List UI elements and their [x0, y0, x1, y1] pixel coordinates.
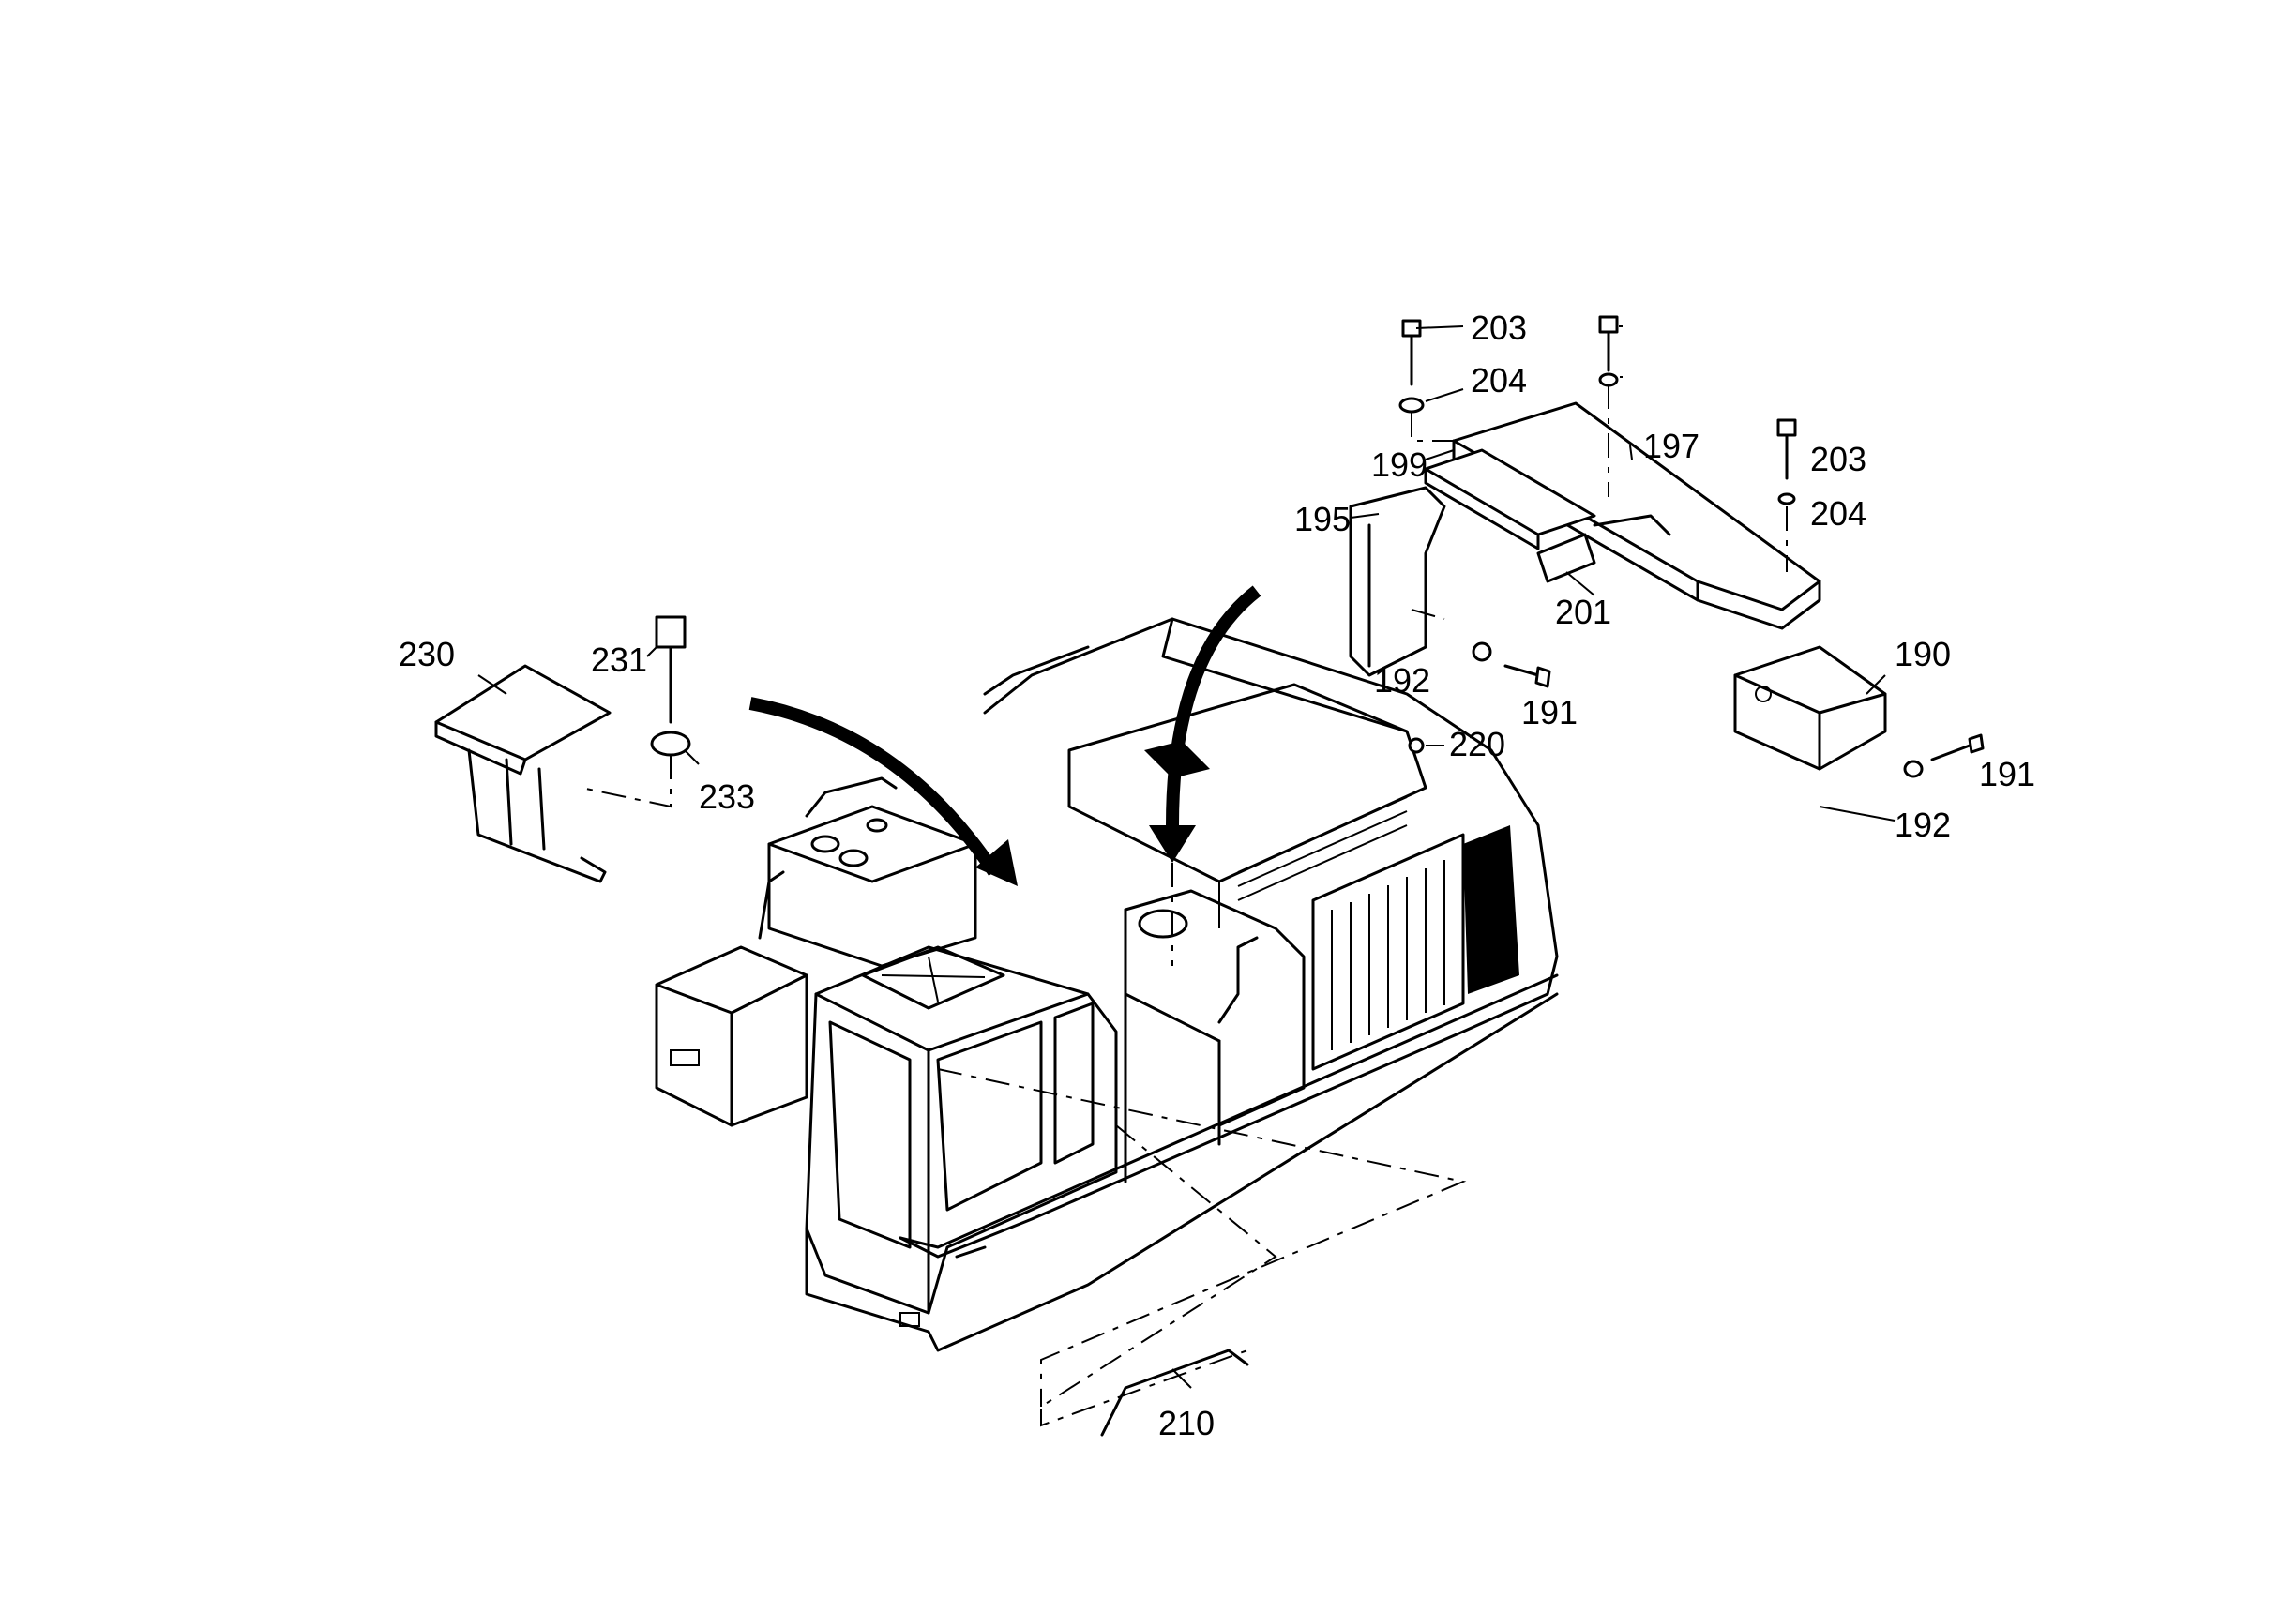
- callout-220: 220: [1449, 725, 1505, 763]
- washer-204-right: [1777, 492, 1796, 505]
- washer-204-left: [1398, 397, 1425, 414]
- side-grille: [1331, 860, 1445, 1050]
- part-201-clip: [1536, 514, 1671, 583]
- lower-base-frame: [805, 992, 1559, 1352]
- leader-lines: [477, 325, 1896, 1389]
- callout-191-left: 191: [1521, 693, 1578, 731]
- callout-204-right: 204: [1810, 494, 1866, 533]
- callout-210: 210: [1158, 1404, 1215, 1442]
- hood-vent-slots: [1237, 796, 1408, 901]
- callout-203-right: 203: [1810, 440, 1866, 478]
- callout-195: 195: [1294, 500, 1351, 538]
- callout-201: 201: [1555, 593, 1611, 631]
- bolt-231: [655, 615, 687, 724]
- callout-192-left: 192: [1374, 661, 1430, 700]
- callout-192-right: 192: [1895, 806, 1951, 844]
- bolt-203-right: [1776, 418, 1797, 480]
- bolt-191-left: [1503, 664, 1551, 688]
- callout-231: 231: [591, 641, 647, 679]
- bolt-191-right: [1930, 733, 1985, 761]
- part-210-rod: [1100, 1349, 1249, 1437]
- operator-cab: [805, 945, 1118, 1315]
- washer-204-mid: [1598, 372, 1619, 387]
- washer-233: [650, 731, 691, 757]
- washer-192-left: [1472, 641, 1492, 662]
- bolt-203-mid: [1598, 315, 1619, 372]
- callout-230: 230: [399, 635, 455, 673]
- part-199-plate: [1424, 448, 1596, 550]
- part-195-bracket: [1349, 486, 1446, 677]
- callout-199: 199: [1371, 445, 1427, 484]
- washer-192-right: [1903, 760, 1924, 778]
- assembly-arrow-right: [1149, 585, 1261, 863]
- callout-191-right: 191: [1979, 755, 2035, 793]
- machine-upper-structure: [655, 617, 1559, 1259]
- part-230-step: [434, 664, 612, 883]
- bolt-203-left: [1401, 319, 1422, 386]
- assembly-guide-lines: [581, 384, 1788, 1427]
- fuel-cap-mark: [1144, 741, 1210, 778]
- callout-190: 190: [1895, 635, 1951, 673]
- assembly-arrow-left: [748, 697, 1018, 886]
- callout-204-top: 204: [1471, 361, 1527, 399]
- callout-197: 197: [1643, 427, 1699, 465]
- callout-203-top-left: 203: [1471, 309, 1527, 347]
- part-190-bracket: [1733, 645, 1887, 771]
- grommet-220: [1408, 737, 1425, 754]
- callout-233: 233: [699, 777, 755, 816]
